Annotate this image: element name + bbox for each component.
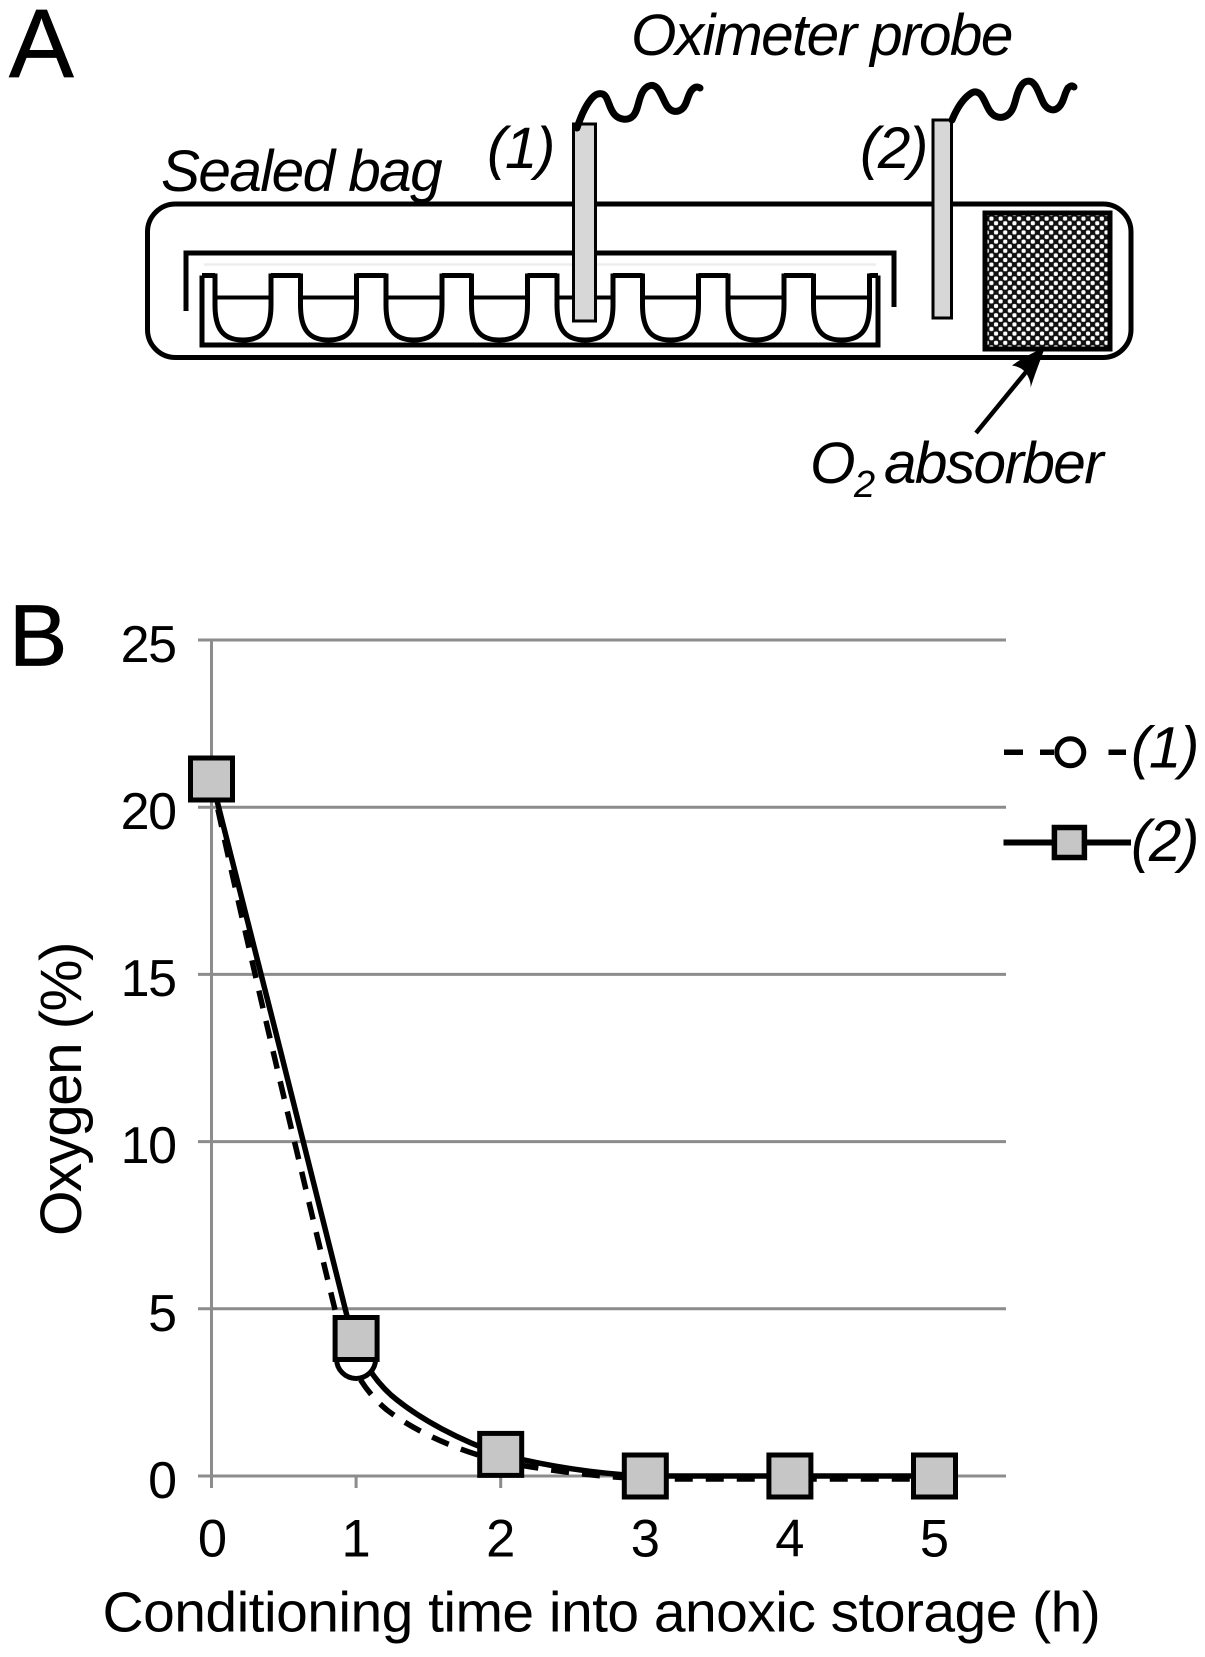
svg-text:0: 0 bbox=[198, 1510, 227, 1569]
svg-text:3: 3 bbox=[631, 1510, 660, 1569]
svg-text:O: O bbox=[810, 431, 854, 496]
svg-text:10: 10 bbox=[121, 1117, 176, 1175]
svg-text:15: 15 bbox=[121, 950, 176, 1008]
svg-text:(1): (1) bbox=[1131, 716, 1198, 781]
svg-text:Sealed bag: Sealed bag bbox=[161, 139, 443, 204]
svg-text:B: B bbox=[9, 587, 67, 685]
svg-text:5: 5 bbox=[148, 1285, 175, 1343]
svg-text:1: 1 bbox=[341, 1510, 370, 1569]
svg-text:Conditioning time into anoxic: Conditioning time into anoxic storage (h… bbox=[103, 1581, 1101, 1645]
svg-text:Oxygen (%): Oxygen (%) bbox=[29, 943, 94, 1236]
svg-text:2: 2 bbox=[486, 1510, 515, 1569]
svg-text:2: 2 bbox=[853, 464, 875, 506]
svg-text:25: 25 bbox=[121, 616, 176, 674]
svg-text:0: 0 bbox=[148, 1452, 175, 1510]
svg-text:A: A bbox=[9, 0, 74, 98]
svg-text:absorber: absorber bbox=[884, 431, 1106, 496]
svg-text:20: 20 bbox=[121, 783, 176, 841]
svg-text:(2): (2) bbox=[1131, 809, 1198, 874]
svg-text:5: 5 bbox=[920, 1510, 949, 1569]
svg-text:Oximeter probe: Oximeter probe bbox=[631, 3, 1012, 68]
svg-text:4: 4 bbox=[775, 1510, 804, 1569]
svg-text:(1): (1) bbox=[487, 116, 554, 181]
svg-text:(2): (2) bbox=[860, 116, 927, 181]
